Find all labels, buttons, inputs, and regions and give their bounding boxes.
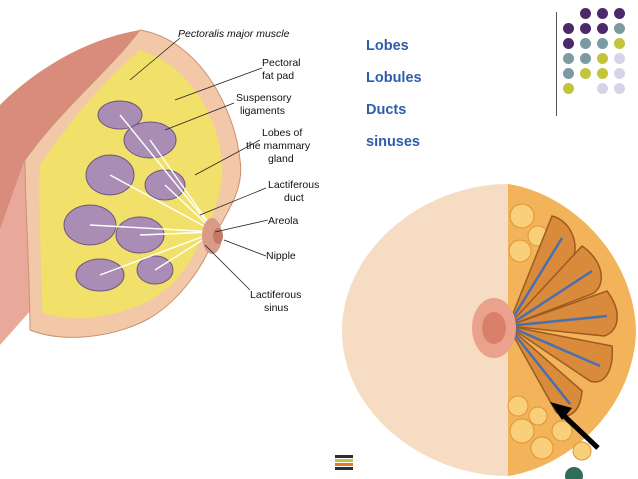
pointer-arrow xyxy=(550,402,600,450)
slide-stack-icon xyxy=(335,455,355,473)
label-sinus-line2: sinus xyxy=(264,302,289,314)
label-fat-pad-line2: fat pad xyxy=(262,70,294,82)
topic-list: Lobes Lobules Ducts sinuses xyxy=(366,36,556,164)
decorative-dot xyxy=(614,53,625,64)
decorative-dot xyxy=(614,68,625,79)
publisher-logo xyxy=(565,467,583,479)
decorative-dot xyxy=(580,8,591,19)
decorative-dot xyxy=(580,53,591,64)
decorative-dot xyxy=(597,83,608,94)
label-lobes-line2: the mammary xyxy=(246,140,311,152)
decorative-dot xyxy=(597,68,608,79)
decorative-dot xyxy=(614,8,625,19)
label-pectoralis: Pectoralis major muscle xyxy=(178,28,290,40)
label-lobes-line1: Lobes of xyxy=(262,127,302,139)
label-areola: Areola xyxy=(268,215,299,227)
label-lobes-line3: gland xyxy=(268,153,294,165)
areola xyxy=(202,218,222,254)
topic-item-lobes: Lobes xyxy=(366,38,409,54)
topic-item-ducts: Ducts xyxy=(366,102,407,118)
decorative-dot-grid xyxy=(563,8,635,104)
pectoralis-muscle xyxy=(0,30,155,230)
decorative-dot xyxy=(597,38,608,49)
decorative-dot xyxy=(614,38,625,49)
decorative-dot xyxy=(580,38,591,49)
label-ligaments-line1: Suspensory xyxy=(236,92,292,104)
ducts-section xyxy=(506,237,608,405)
decorative-dot xyxy=(563,68,574,79)
label-duct-line2: duct xyxy=(284,192,304,204)
label-ligaments-line2: ligaments xyxy=(240,105,285,117)
leader-lines xyxy=(129,37,269,291)
topic-item-lobules: Lobules xyxy=(366,70,422,86)
fat-globules xyxy=(507,203,592,461)
decorative-dot xyxy=(563,83,574,94)
decorative-dot xyxy=(580,23,591,34)
decorative-dot xyxy=(597,53,608,64)
decorative-dot xyxy=(563,23,574,34)
label-fat-pad-line1: Pectoral xyxy=(262,57,301,69)
decorative-dot xyxy=(614,83,625,94)
label-nipple: Nipple xyxy=(266,250,296,262)
nipple-section xyxy=(482,312,506,344)
decorative-dot xyxy=(563,53,574,64)
decorative-dot xyxy=(597,8,608,19)
decorative-dot xyxy=(563,38,574,49)
breast-skin-front xyxy=(342,184,508,476)
label-duct-line1: Lactiferous xyxy=(268,179,319,191)
breast-anatomy-diagram: Pectoralis major muscle Pectoral fat pad… xyxy=(0,28,319,345)
topic-item-sinuses: sinuses xyxy=(366,134,420,150)
label-sinus-line1: Lactiferous xyxy=(250,289,301,301)
decorative-dot xyxy=(580,68,591,79)
decorative-dot xyxy=(597,23,608,34)
breast-cross-section-diagram xyxy=(342,184,636,479)
decorative-dot xyxy=(614,23,625,34)
divider-line xyxy=(556,12,557,116)
